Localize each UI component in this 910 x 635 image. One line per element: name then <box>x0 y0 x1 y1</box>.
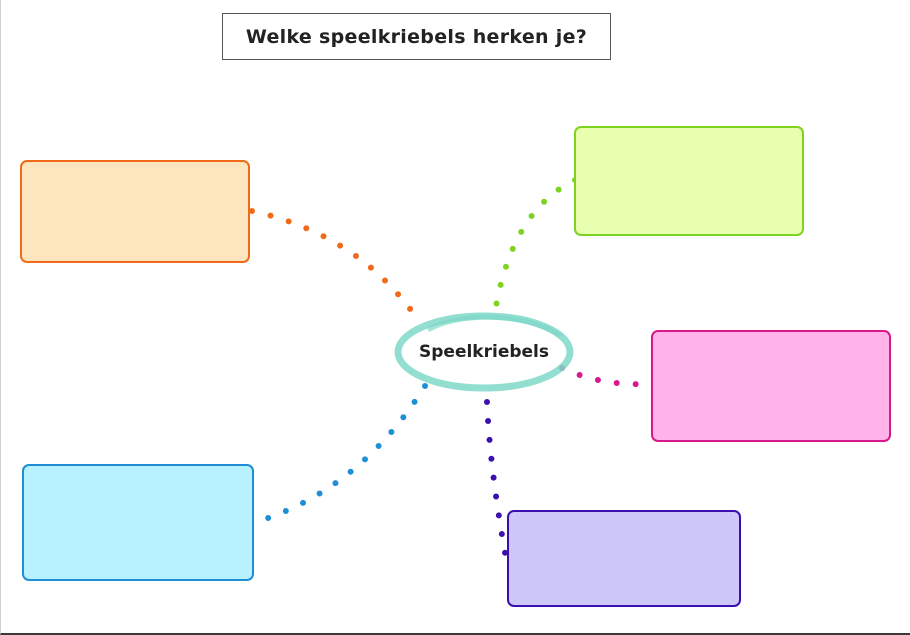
connector-orange <box>249 208 421 323</box>
connector-blue <box>253 383 428 525</box>
green-box[interactable] <box>574 126 804 236</box>
connector-purple-dots <box>484 399 509 561</box>
orange-box[interactable] <box>20 160 250 263</box>
connector-green <box>492 177 578 315</box>
connector-green-dots <box>492 177 578 315</box>
question-title: Welke speelkriebels herken je? <box>245 25 588 48</box>
pink-box[interactable] <box>651 330 891 442</box>
connector-blue-dots <box>253 383 428 525</box>
connector-purple <box>484 399 509 561</box>
connector-orange-dots <box>249 208 421 323</box>
center-node: Speelkriebels <box>388 306 580 398</box>
question-box: Welke speelkriebels herken je? <box>222 13 611 60</box>
purple-box[interactable] <box>507 510 741 607</box>
center-label: Speelkriebels <box>419 342 549 362</box>
blue-box[interactable] <box>22 464 254 581</box>
center-ring <box>394 312 574 392</box>
